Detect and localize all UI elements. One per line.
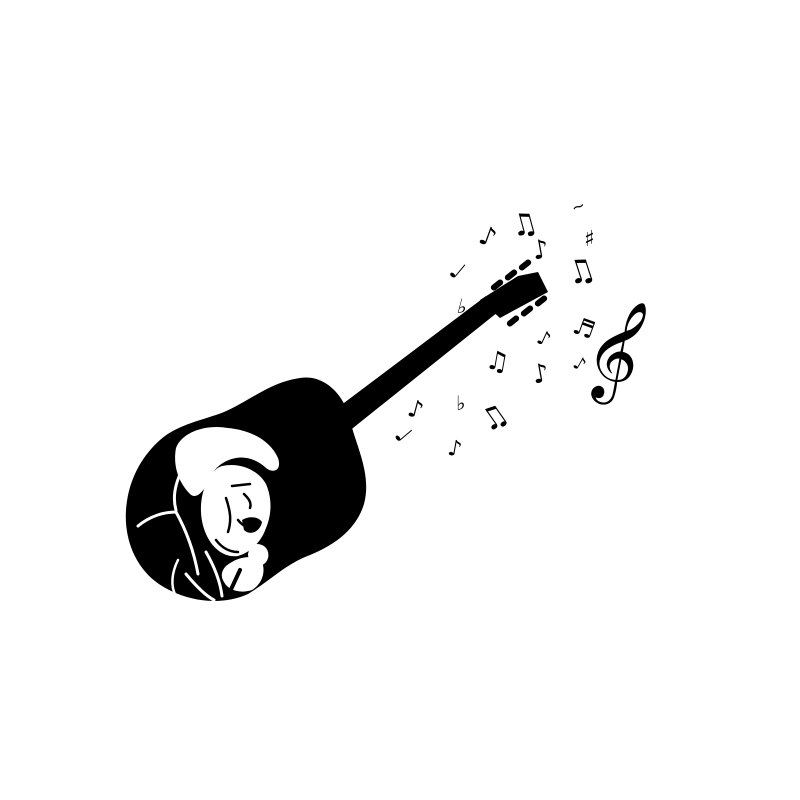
quarter-note-icon: ♩ bbox=[444, 256, 471, 285]
hair bbox=[175, 426, 280, 497]
guitar-headstock bbox=[480, 272, 548, 318]
eighth-note-icon: ♪ bbox=[446, 436, 464, 463]
eighth-note-icon: ♪ bbox=[533, 325, 555, 352]
beamed-notes-icon: ♫ bbox=[483, 345, 511, 379]
guitar-neck bbox=[328, 296, 498, 432]
beamed-notes-icon: ♫ bbox=[473, 396, 515, 440]
eighth-note-icon: ♪ bbox=[405, 394, 427, 425]
eighth-note-icon: ♪ bbox=[530, 358, 552, 390]
treble-clef-icon: 𝄞 bbox=[570, 288, 662, 412]
eighth-note-icon: ♪ bbox=[475, 220, 501, 254]
music-notes: ♫ ♪ ♪ ♫ ♯ ♩ ♭ ♬ ♪ ♫ ♪ ♪ ♪ ♭ ♫ ♩ ♪ ~ bbox=[389, 195, 600, 463]
singer-portrait bbox=[136, 426, 280, 602]
quarter-note-icon: ♩ bbox=[389, 421, 418, 448]
sharp-sign-icon: ♯ bbox=[584, 227, 595, 252]
tilde-mark-icon: ~ bbox=[569, 195, 588, 217]
tuning-pegs bbox=[490, 259, 548, 327]
microphone bbox=[248, 544, 269, 566]
eighth-note-icon: ♪ bbox=[530, 234, 552, 266]
beamed-notes-icon: ♫ bbox=[561, 248, 600, 293]
flat-sign-icon: ♭ bbox=[456, 391, 465, 415]
face bbox=[200, 464, 271, 557]
mouth bbox=[242, 517, 262, 533]
